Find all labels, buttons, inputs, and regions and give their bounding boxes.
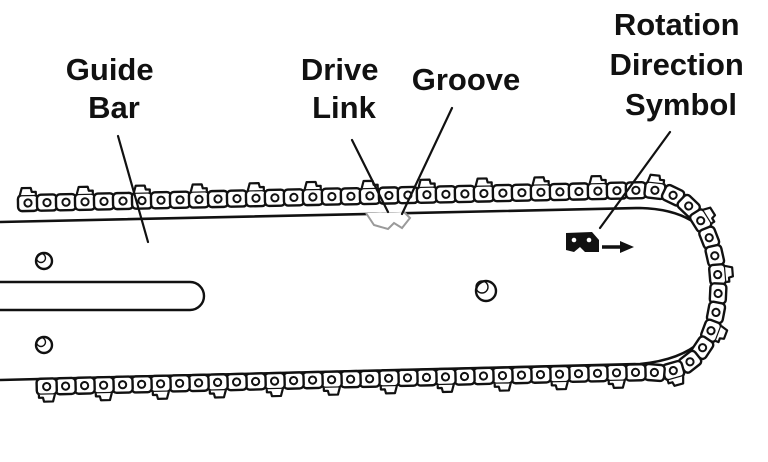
chain-link	[415, 368, 438, 387]
chain-link	[282, 188, 306, 207]
chain-link	[358, 179, 382, 206]
chain-link	[168, 190, 192, 210]
rotation-label-line2: Direction	[610, 47, 744, 82]
chain-link	[472, 177, 496, 203]
drive-link-leader	[350, 138, 390, 214]
chain-link	[708, 263, 735, 287]
chain-link	[301, 180, 325, 207]
chain-link	[282, 371, 305, 390]
chain-link	[225, 189, 249, 208]
chain-link	[111, 191, 135, 211]
rotation-direction-symbol-label: Rotation Direction Symbol	[610, 7, 753, 122]
chain-link	[491, 366, 514, 392]
chain-link	[472, 366, 495, 386]
drive-link-label: Drive Link	[301, 52, 387, 125]
chain-link	[130, 374, 153, 394]
chain-link	[529, 176, 553, 202]
rotation-symbol-leader	[598, 130, 672, 230]
chain-link	[187, 183, 211, 209]
guide-bar-slot	[0, 280, 206, 312]
chain-link	[586, 363, 609, 383]
chain-link	[111, 375, 134, 395]
guide-bar-label-line2: Bar	[88, 90, 140, 125]
chain-link	[35, 193, 59, 212]
chain-link	[624, 363, 647, 382]
chain-link	[704, 243, 726, 268]
chain-link	[586, 174, 610, 201]
chain-link	[396, 368, 419, 388]
chain-link	[529, 365, 552, 384]
chain-link	[643, 173, 667, 201]
rotation-label-line1: Rotation	[614, 7, 740, 42]
chain-link	[206, 373, 229, 399]
chain-link	[187, 373, 210, 393]
chain-link	[244, 182, 268, 208]
chain-link	[225, 372, 248, 392]
groove-label-line1: Groove	[412, 62, 521, 97]
chain-link	[73, 185, 97, 212]
rotation-label-line3: Symbol	[625, 87, 737, 122]
chain-link	[339, 186, 363, 206]
chain-link	[415, 178, 439, 205]
chain-link	[510, 183, 534, 203]
chain-link	[699, 318, 729, 344]
chain-link	[453, 367, 476, 386]
chain-link	[567, 182, 591, 201]
chain-link	[688, 206, 717, 234]
chain-link	[54, 192, 78, 212]
chain-link	[339, 369, 362, 389]
guide-bar-leader	[116, 134, 150, 244]
chain-link	[16, 186, 40, 213]
chain-link	[320, 187, 344, 206]
chain-link	[434, 367, 457, 394]
chain-link	[491, 183, 515, 203]
drive-link-label-line1: Drive	[301, 52, 379, 87]
chain-link	[92, 375, 115, 402]
rotation-symbol-icon	[566, 232, 634, 253]
chain-link	[567, 364, 590, 384]
groove-label: Groove	[412, 62, 521, 97]
chain-link	[168, 373, 191, 393]
chain-link	[35, 377, 58, 403]
chain-link	[244, 372, 267, 391]
chain-link	[54, 376, 77, 396]
chain-link	[642, 362, 666, 383]
saw-chain	[16, 173, 735, 403]
chain-link	[149, 190, 173, 210]
chain-link	[510, 365, 533, 385]
chain-link	[705, 300, 727, 325]
chain-link	[358, 369, 381, 389]
chain-link	[453, 184, 477, 204]
chain-link	[605, 363, 628, 389]
chain-link	[434, 184, 458, 204]
drive-link-label-line2: Link	[312, 90, 376, 125]
chain-link	[377, 368, 400, 395]
groove-leader	[400, 106, 454, 216]
chain-link	[548, 364, 571, 391]
chain-link	[92, 192, 116, 211]
guide-bar-label: Guide Bar	[66, 52, 162, 125]
guide-bar-rivets	[34, 251, 498, 355]
guide-bar-label-line1: Guide	[66, 52, 154, 87]
chain-link	[149, 374, 172, 400]
chain-link	[548, 182, 572, 202]
chain-link	[301, 370, 324, 390]
chain-link	[73, 376, 96, 395]
chain-link	[206, 189, 230, 209]
drive-link-outline	[365, 211, 412, 231]
chain-link	[320, 370, 343, 396]
chain-link	[263, 371, 286, 398]
chain-link	[263, 188, 287, 208]
